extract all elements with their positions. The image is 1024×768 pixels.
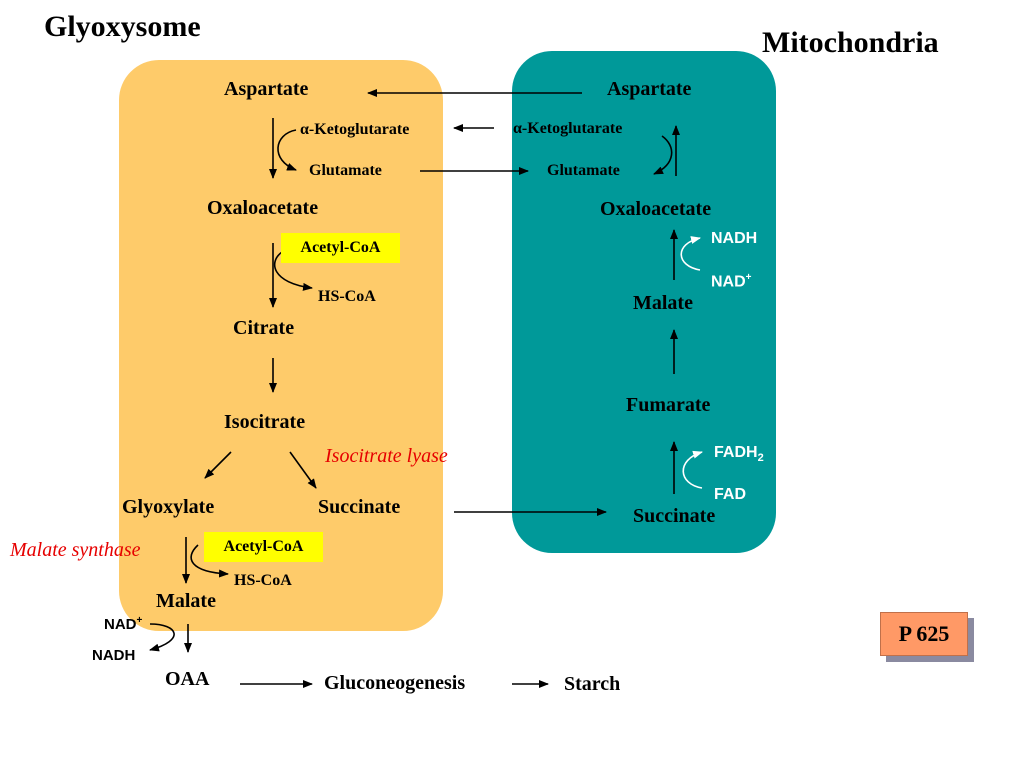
page-reference-badge: P 625	[880, 612, 968, 656]
mito-nadh: NADH	[711, 230, 758, 247]
glyoxysome-aspartate: Aspartate	[224, 78, 309, 100]
arrow-akg-to-glu	[277, 129, 297, 171]
mitochondria-heading: Mitochondria	[762, 26, 939, 59]
glyoxysome-hscoa-1: HS-CoA	[318, 288, 376, 305]
glyoxysome-hscoa-2: HS-CoA	[234, 572, 292, 589]
acetyl-coa-highlight-1: Acetyl-CoA	[281, 233, 400, 263]
mito-aspartate: Aspartate	[607, 78, 692, 100]
arrow-nad-to-nadh	[149, 623, 175, 652]
mito-fadh2: FADH2	[714, 444, 764, 465]
glyoxysome-oxaloacetate: Oxaloacetate	[207, 197, 319, 219]
arrow-to-succinate	[289, 451, 317, 489]
arrow-fad-to-fadh2-mito	[682, 450, 703, 489]
mito-malate: Malate	[633, 292, 693, 314]
glyoxysome-oaa: OAA	[165, 668, 210, 690]
enzyme-isocitrate-lyase: Isocitrate lyase	[325, 445, 448, 467]
mito-fad: FAD	[714, 486, 746, 503]
acetyl-coa-highlight-2: Acetyl-CoA	[204, 532, 323, 562]
mito-alpha-ketoglutarate: α-Ketoglutarate	[513, 120, 623, 137]
arrow-akg-to-glu-mito	[653, 135, 673, 175]
mito-oxaloacetate: Oxaloacetate	[600, 198, 712, 220]
product-starch: Starch	[564, 673, 621, 695]
glyoxysome-nadh: NADH	[92, 647, 136, 664]
arrow-acetylcoa-2	[190, 544, 229, 578]
glyoxysome-succinate: Succinate	[318, 496, 401, 518]
glyoxysome-isocitrate: Isocitrate	[224, 411, 306, 433]
mito-fumarate: Fumarate	[626, 394, 711, 416]
glyoxysome-malate: Malate	[156, 590, 216, 612]
enzyme-malate-synthase: Malate synthase	[10, 539, 141, 561]
glyoxysome-citrate: Citrate	[233, 317, 295, 339]
arrow-nad-to-nadh-mito	[680, 236, 701, 271]
mito-glutamate: Glutamate	[547, 162, 620, 179]
glyoxysome-alpha-ketoglutarate: α-Ketoglutarate	[300, 121, 410, 138]
glyoxysome-heading: Glyoxysome	[44, 10, 201, 43]
mito-succinate: Succinate	[633, 505, 716, 527]
mitochondria-compartment	[512, 51, 776, 553]
glyoxysome-glutamate: Glutamate	[309, 162, 382, 179]
arrow-to-glyoxylate	[204, 451, 232, 479]
arrow-acetylcoa-1	[273, 251, 313, 291]
mito-nad-plus: NAD+	[711, 272, 752, 291]
glyoxysome-nad-plus: NAD+	[104, 615, 143, 633]
product-gluconeogenesis: Gluconeogenesis	[324, 672, 466, 694]
glyoxysome-glyoxylate: Glyoxylate	[122, 496, 215, 518]
